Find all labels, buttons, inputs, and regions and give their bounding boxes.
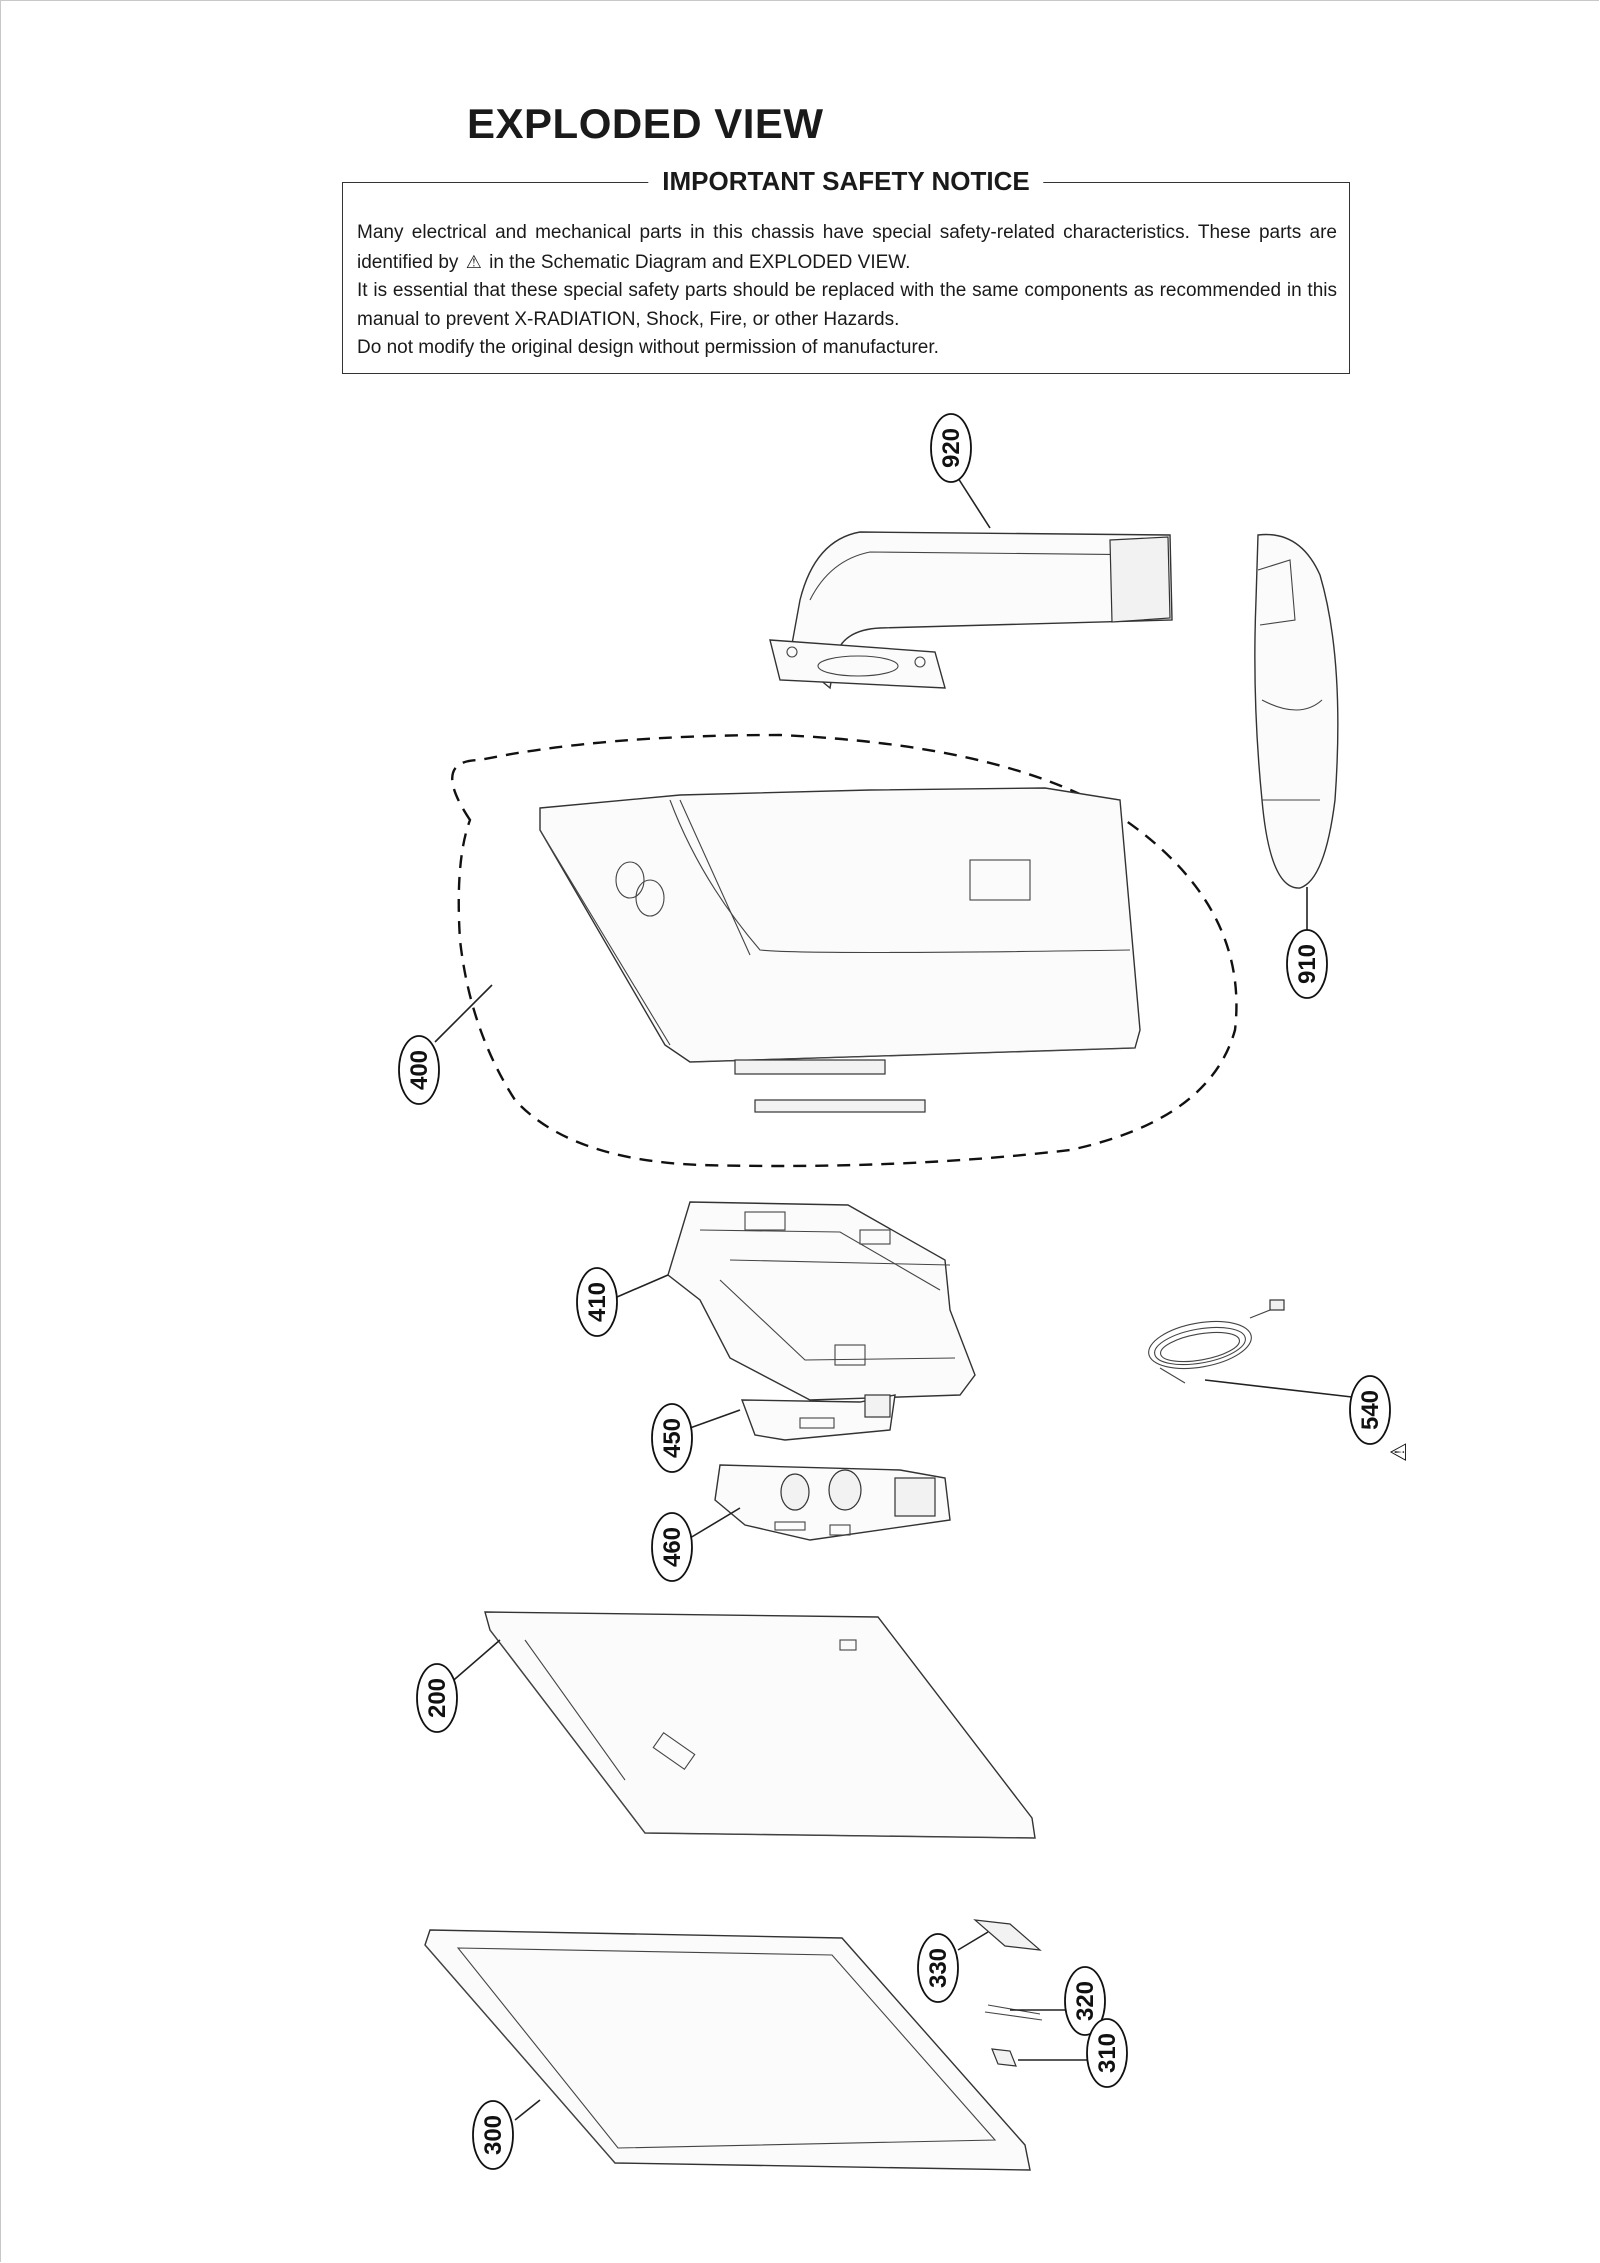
callout-320-label: 320 bbox=[1072, 1981, 1099, 2021]
power-board-part bbox=[714, 1464, 951, 1541]
power-cord-part bbox=[1148, 1299, 1285, 1384]
callout-410-label: 410 bbox=[584, 1282, 611, 1322]
safety-notice-line-1: Many electrical and mechanical parts in … bbox=[357, 219, 1337, 277]
safety-notice-line-3: Do not modify the original design withou… bbox=[357, 337, 939, 358]
callout-200: 200 bbox=[416, 1663, 458, 1733]
callout-920-label: 920 bbox=[938, 428, 965, 468]
stand-arm-part bbox=[769, 531, 1173, 690]
callout-920: 920 bbox=[930, 413, 972, 483]
callout-540: 540 bbox=[1349, 1375, 1391, 1445]
callout-300: 300 bbox=[472, 2100, 514, 2170]
back-cover-group-boundary bbox=[451, 733, 1238, 1168]
callout-450-label: 450 bbox=[659, 1418, 686, 1458]
leader-lines bbox=[434, 477, 1353, 2121]
warning-triangle-icon: ⚠ bbox=[1387, 1442, 1412, 1462]
safety-notice-line-1b: in the Schematic Diagram and EXPLODED VI… bbox=[489, 251, 911, 273]
callout-300-label: 300 bbox=[480, 2115, 507, 2155]
safety-notice-line-2: It is essential that these special safet… bbox=[357, 280, 1337, 330]
callout-460-label: 460 bbox=[659, 1527, 686, 1567]
callout-460: 460 bbox=[651, 1512, 693, 1582]
main-chassis-part bbox=[667, 1201, 976, 1401]
lcd-panel-part bbox=[484, 1611, 1036, 1839]
safety-notice-body: Many electrical and mechanical parts in … bbox=[357, 219, 1337, 363]
callout-400: 400 bbox=[398, 1035, 440, 1105]
interface-board-part bbox=[740, 1394, 896, 1441]
safety-notice-title: IMPORTANT SAFETY NOTICE bbox=[648, 166, 1044, 197]
back-cover-part bbox=[539, 787, 1141, 1113]
callout-910-label: 910 bbox=[1294, 944, 1321, 984]
callout-200-label: 200 bbox=[424, 1678, 451, 1718]
callout-410: 410 bbox=[576, 1267, 618, 1337]
callout-330-label: 330 bbox=[925, 1948, 952, 1988]
callout-400-label: 400 bbox=[406, 1050, 433, 1090]
safety-notice-line-1a: Many electrical and mechanical parts in … bbox=[357, 222, 1337, 273]
front-cabinet-part bbox=[424, 1929, 1031, 2171]
callout-450: 450 bbox=[651, 1403, 693, 1473]
callout-910: 910 bbox=[1286, 929, 1328, 999]
callout-540-label: 540 bbox=[1357, 1390, 1384, 1430]
callout-330: 330 bbox=[917, 1933, 959, 2003]
stand-base-part bbox=[1254, 533, 1339, 889]
callout-310-label: 310 bbox=[1094, 2033, 1121, 2073]
callout-320: 320 bbox=[1064, 1966, 1106, 2036]
control-board-small-parts bbox=[973, 1919, 1043, 2067]
warning-triangle-icon: ⚠ bbox=[465, 251, 482, 272]
callout-310: 310 bbox=[1086, 2018, 1128, 2088]
page-title: EXPLODED VIEW bbox=[467, 100, 824, 147]
safety-notice-box: IMPORTANT SAFETY NOTICE Many electrical … bbox=[342, 166, 1350, 374]
